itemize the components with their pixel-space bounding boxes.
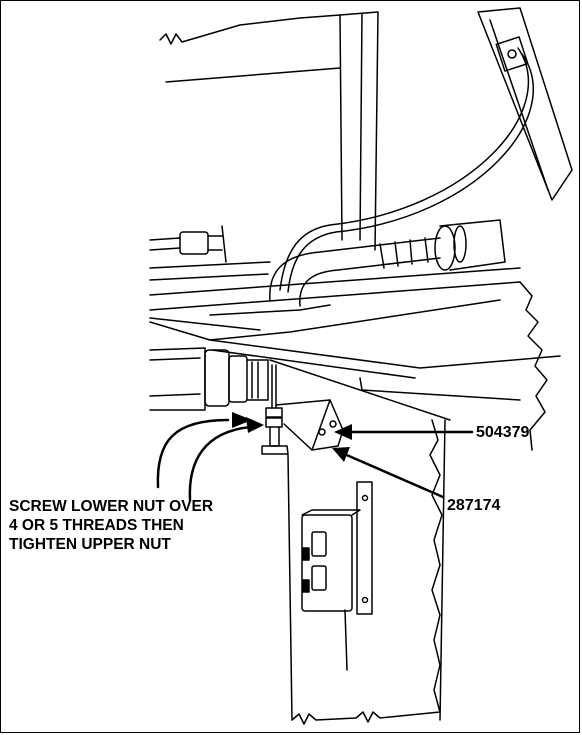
lower-column bbox=[287, 281, 548, 725]
pipe-elbow bbox=[269, 219, 506, 307]
hydraulic-fittings bbox=[149, 347, 269, 411]
instruction-line-1: SCREW LOWER NUT OVER bbox=[9, 498, 214, 515]
bracket-assembly bbox=[261, 364, 344, 455]
part-number-287174: 287174 bbox=[447, 497, 501, 514]
instruction-text: SCREW LOWER NUT OVER 4 OR 5 THREADS THEN… bbox=[9, 497, 213, 554]
switch-box bbox=[301, 481, 373, 671]
arrow-heads bbox=[232, 412, 352, 462]
leader-lines bbox=[156, 418, 474, 502]
rod-assembly bbox=[149, 225, 271, 281]
part-number-504379: 504379 bbox=[476, 424, 530, 441]
upper-column bbox=[159, 11, 379, 251]
instruction-line-3: TIGHTEN UPPER NUT bbox=[9, 536, 171, 553]
frame-rails bbox=[149, 267, 561, 421]
angled-panel bbox=[279, 7, 573, 293]
instruction-line-2: 4 OR 5 THREADS THEN bbox=[9, 517, 184, 534]
